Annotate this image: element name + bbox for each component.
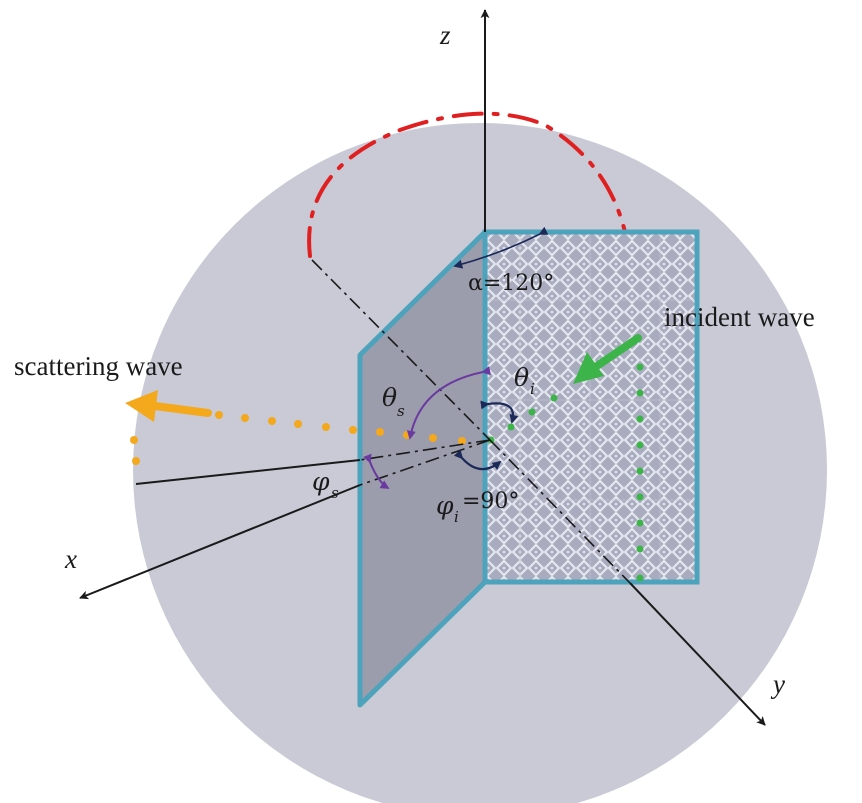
x-axis (79, 484, 361, 600)
green-dots-column (636, 363, 644, 582)
theta-i-symbol: θ (514, 363, 529, 392)
y-axis (629, 582, 766, 726)
bisector-line (489, 439, 631, 584)
theta-i-arc (480, 400, 519, 424)
phi-s-arc (363, 453, 390, 489)
phi-s-sub: s (331, 484, 339, 502)
incident-wave-label: incident wave (664, 302, 815, 332)
y-axis-label: y (770, 669, 785, 699)
theta-i-sub: i (530, 380, 535, 398)
right-plate-grid (485, 232, 697, 582)
alpha-angle-arrow (453, 226, 549, 269)
theta-s-sub: s (397, 402, 405, 420)
phi-i-symbol: φ (436, 491, 454, 520)
alpha-label: α=120° (468, 271, 554, 296)
z-axis-label: z (439, 20, 451, 50)
phi-i-value: =90° (462, 489, 519, 514)
green-arrow-icon (573, 334, 642, 384)
phi-i-arc (453, 449, 502, 471)
phi-s-symbol: φ (312, 467, 330, 496)
x-axis-label: x (64, 544, 77, 574)
orange-arrow-icon (125, 390, 212, 422)
theta-s-symbol: θ (382, 383, 397, 412)
scattering-wave-label: scattering wave (14, 351, 183, 381)
theta-s-arc (406, 366, 491, 440)
scatter-projection-line (135, 459, 361, 485)
phi-i-sub: i (454, 508, 459, 526)
